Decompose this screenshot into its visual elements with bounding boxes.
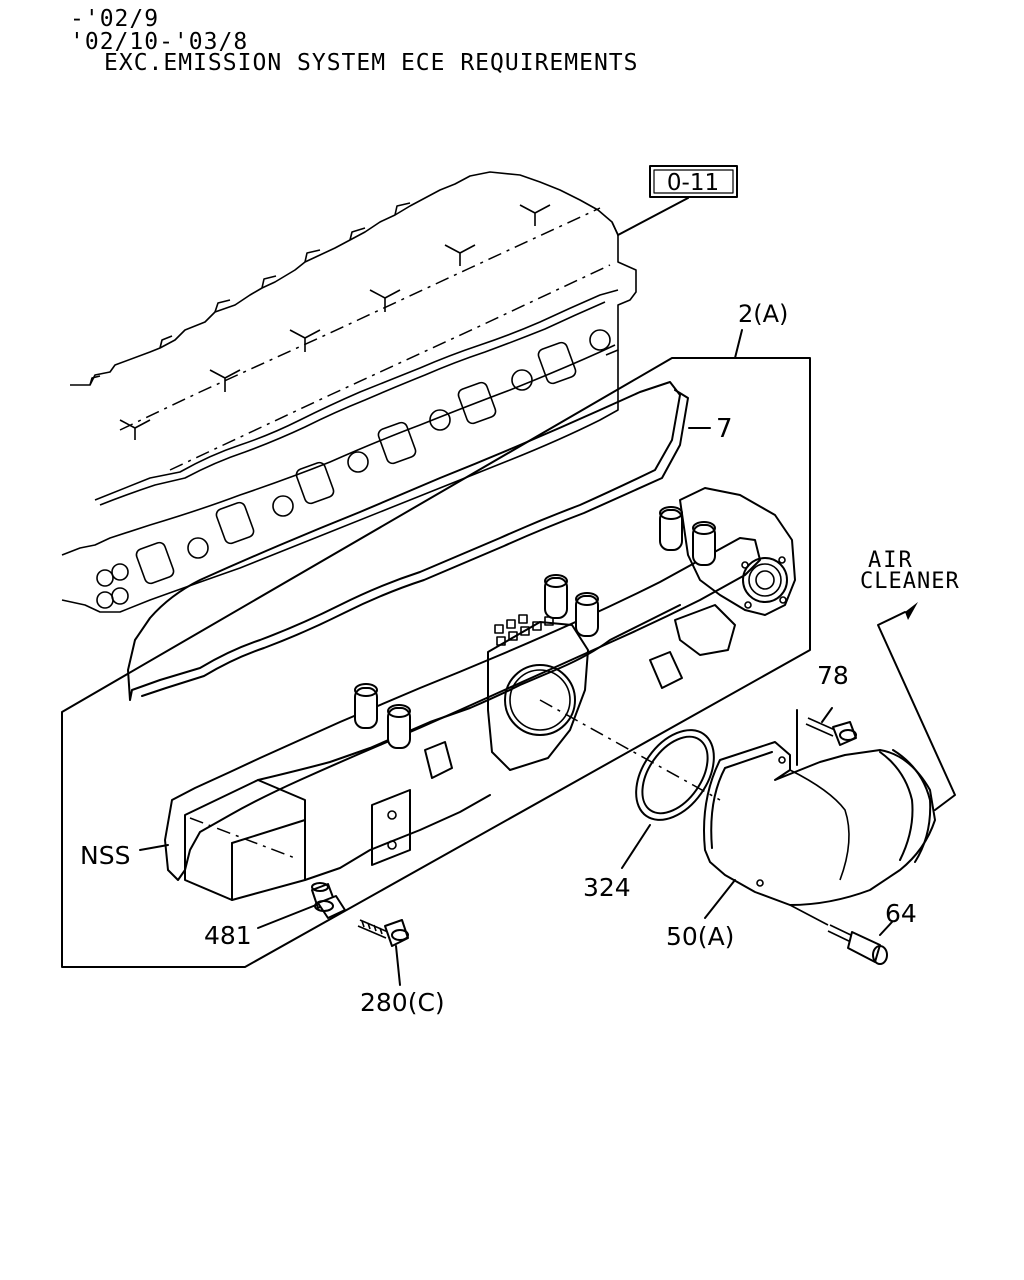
callout-ring: 324 [583,873,631,902]
reference-callout: 0-11 [617,165,738,236]
date-range-line-1: -'02/9 [70,6,160,32]
cylinder-head [61,171,637,613]
ring-324 [621,729,715,869]
intake-manifold [139,487,796,901]
callout-elbow: 50(A) [666,922,734,951]
date-range-line-2: '02/10-'03/8 [70,29,249,55]
reference-box-label: 0-11 [667,170,719,196]
bolt-280 [357,919,409,986]
callout-assembly: 2(A) [738,300,788,328]
bolt-78 [796,707,857,766]
plug-481 [257,882,346,929]
callout-stud-64: 64 [885,899,917,928]
stud-64 [789,904,893,965]
assembly-group-frame [61,357,811,968]
callout-gasket: 7 [716,414,733,444]
applicability-note: EXC.EMISSION SYSTEM ECE REQUIREMENTS [104,50,639,76]
manifold-gasket [127,381,711,701]
callout-bolt-78: 78 [817,661,849,690]
callout-plug: 481 [204,921,252,950]
callout-bolt-280: 280(C) [360,988,445,1017]
air-elbow-50 [703,602,956,919]
air-cleaner-label-line-1: AIR [868,548,914,573]
callout-manifold: NSS [80,841,130,870]
assembly-leader [734,329,743,359]
air-cleaner-label-line-2: CLEANER [860,569,960,594]
